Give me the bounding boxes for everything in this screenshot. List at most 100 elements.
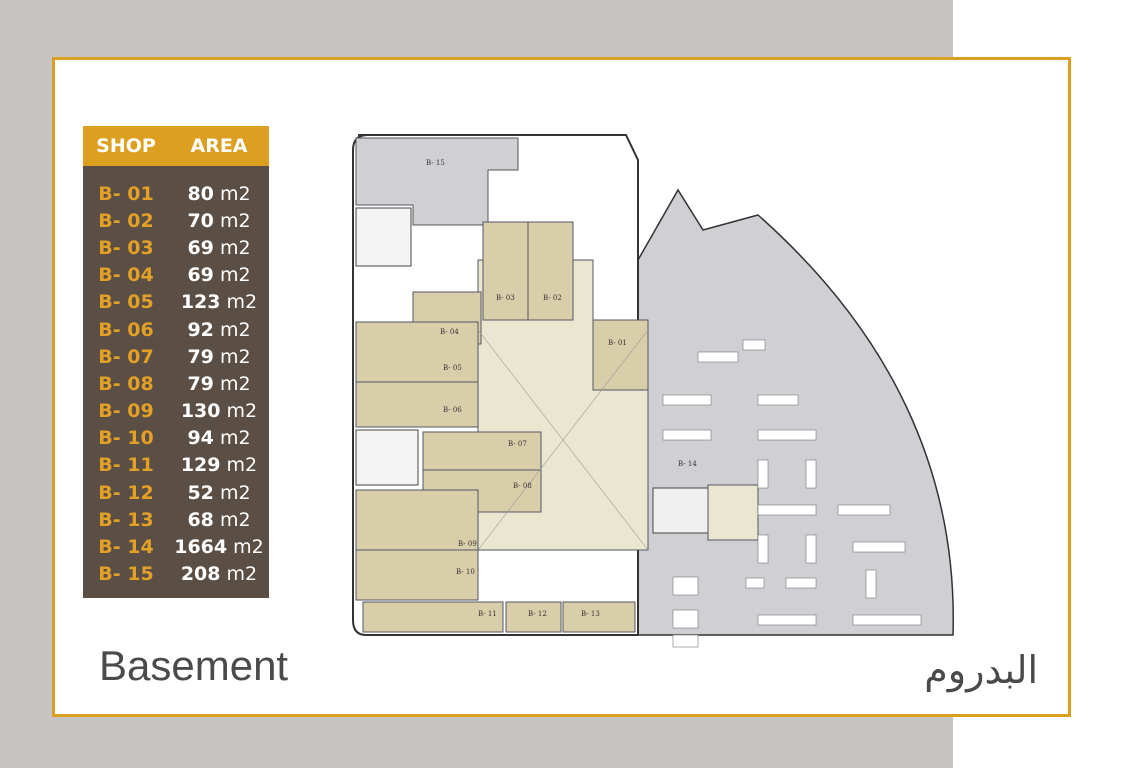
- shop-area: 68 m2: [169, 509, 269, 531]
- unit-b02: [527, 221, 574, 321]
- table-row: B- 10 94 m2: [83, 425, 269, 452]
- shop-code: B- 11: [98, 454, 154, 477]
- plan-label-b13: B- 13: [581, 610, 600, 618]
- area-value: 92: [187, 318, 214, 341]
- shop-area: 79 m2: [169, 346, 269, 368]
- shop-area: 79 m2: [169, 373, 269, 395]
- title-arabic: البدروم: [924, 648, 1038, 692]
- area-unit: m2: [219, 236, 251, 259]
- shop-code: B- 13: [98, 508, 154, 531]
- shop-column-header: SHOP: [96, 135, 156, 157]
- unit-b06: [355, 381, 479, 428]
- shop-area: 70 m2: [169, 210, 269, 232]
- unit-b03: [482, 221, 529, 321]
- area-value: 52: [187, 481, 214, 504]
- table-row: B- 04 69 m2: [83, 262, 269, 289]
- plan-label-b05: B- 05: [443, 364, 462, 372]
- plan-label-b10: B- 10: [456, 568, 475, 576]
- plan-label-b09: B- 09: [458, 540, 477, 548]
- shop-code: B- 08: [98, 372, 154, 395]
- area-unit: m2: [219, 264, 251, 287]
- area-value: 69: [187, 264, 214, 287]
- area-value: 123: [180, 291, 221, 314]
- unit-b13: [562, 601, 636, 633]
- area-value: 69: [187, 236, 214, 259]
- plan-label-b07: B- 07: [508, 440, 527, 448]
- shop-code: B- 12: [98, 481, 154, 504]
- shop-area: 69 m2: [169, 264, 269, 286]
- shop-area: 52 m2: [169, 482, 269, 504]
- unit-b09: [355, 489, 479, 551]
- area-value: 70: [187, 209, 214, 232]
- shop-code: B- 01: [98, 182, 154, 205]
- area-unit: m2: [233, 536, 264, 559]
- table-row: B- 09 130 m2: [83, 398, 269, 425]
- shop-code: B- 04: [98, 264, 154, 287]
- area-unit: m2: [226, 400, 258, 423]
- shop-area: 1664 m2: [169, 536, 269, 558]
- area-unit: m2: [219, 508, 251, 531]
- table-row: B- 06 92 m2: [83, 316, 269, 343]
- shop-code: B- 06: [98, 318, 154, 341]
- shop-code: B- 07: [98, 345, 154, 368]
- table-row: B- 03 69 m2: [83, 234, 269, 261]
- area-unit: m2: [219, 345, 251, 368]
- area-unit: m2: [226, 291, 258, 314]
- plan-label-b01: B- 01: [608, 339, 627, 347]
- basement-floor-plan: B- 01 B- 02 B- 03 B- 04 B- 05 B- 06 B- 0…: [352, 134, 954, 648]
- shop-area: 94 m2: [169, 427, 269, 449]
- escalator: [652, 487, 709, 534]
- area-value: 68: [187, 508, 214, 531]
- shop-code: B- 09: [98, 400, 154, 423]
- stair-core-mid: [355, 429, 419, 486]
- stair-core-top: [355, 207, 412, 267]
- area-value: 208: [180, 563, 221, 586]
- plan-label-b08: B- 08: [513, 482, 532, 490]
- shop-code: B- 15: [98, 563, 154, 586]
- plan-label-b14: B- 14: [678, 460, 697, 468]
- area-unit: m2: [219, 372, 251, 395]
- shop-code: B- 03: [98, 236, 154, 259]
- area-unit: m2: [219, 318, 251, 341]
- table-row: B- 02 70 m2: [83, 207, 269, 234]
- table-row: B- 15 208 m2: [83, 561, 269, 588]
- shop-area: 129 m2: [169, 454, 269, 476]
- unit-b12: [505, 601, 562, 633]
- shop-code: B- 14: [98, 536, 154, 559]
- area-column-header: AREA: [190, 135, 248, 157]
- area-value: 80: [187, 182, 214, 205]
- unit-b07: [422, 431, 542, 471]
- table-row: B- 07 79 m2: [83, 343, 269, 370]
- area-value: 79: [187, 345, 214, 368]
- shop-area: 123 m2: [169, 291, 269, 313]
- area-value: 129: [180, 454, 221, 477]
- area-value: 79: [187, 372, 214, 395]
- plan-label-b03: B- 03: [496, 294, 515, 302]
- content-frame: SHOP AREA B- 01 80 m2 B- 02 70 m2 B- 03 69 m2…: [52, 57, 1071, 717]
- shop-area: 69 m2: [169, 237, 269, 259]
- plan-label-b06: B- 06: [443, 406, 462, 414]
- shop-code: B- 02: [98, 209, 154, 232]
- area-unit: m2: [219, 209, 251, 232]
- table-row: B- 13 68 m2: [83, 506, 269, 533]
- area-unit: m2: [219, 481, 251, 504]
- area-unit: m2: [226, 563, 258, 586]
- title-english: Basement: [99, 642, 289, 689]
- shop-code: B- 10: [98, 427, 154, 450]
- unit-b01: [592, 319, 649, 391]
- area-unit: m2: [219, 427, 251, 450]
- table-row: B- 14 1664 m2: [83, 533, 269, 560]
- shop-area-table: SHOP AREA B- 01 80 m2 B- 02 70 m2 B- 03 69 m2…: [83, 126, 269, 598]
- shop-area: 130 m2: [169, 400, 269, 422]
- table-row: B- 01 80 m2: [83, 180, 269, 207]
- area-unit: m2: [226, 454, 258, 477]
- b14-fixtures: [662, 339, 922, 648]
- plan-label-b11: B- 11: [478, 610, 497, 618]
- shop-area: 208 m2: [169, 563, 269, 585]
- escalator-bay: [707, 484, 759, 541]
- table-row: B- 11 129 m2: [83, 452, 269, 479]
- shop-area: 80 m2: [169, 183, 269, 205]
- area-value: 94: [187, 427, 214, 450]
- plan-label-b15: B- 15: [426, 159, 445, 167]
